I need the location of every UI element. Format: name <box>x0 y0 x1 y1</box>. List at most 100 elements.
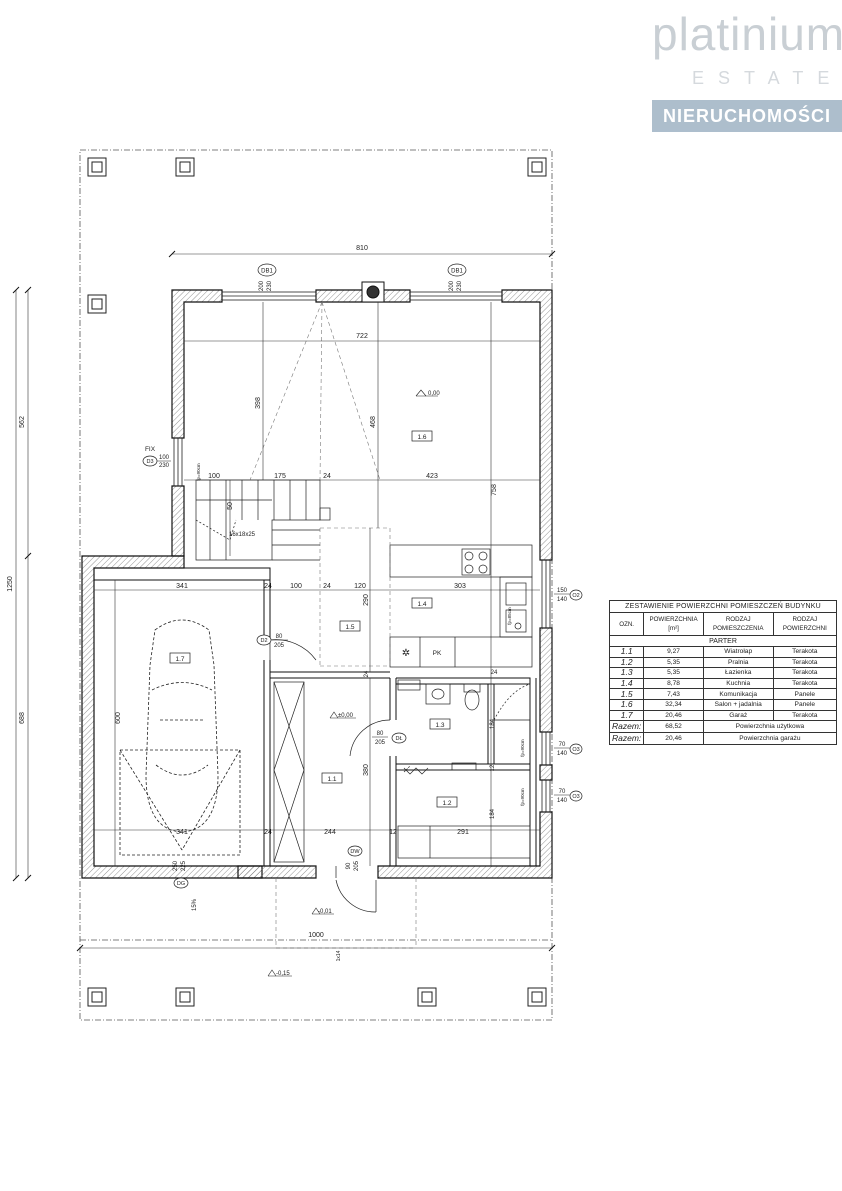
tag-dl-h: 205 <box>375 740 386 746</box>
row-id: 1.1 <box>608 646 645 658</box>
laundry-fittings <box>397 765 531 859</box>
level-hall: ±0,00 <box>329 711 356 719</box>
dim-stair-mid: 175 <box>274 473 286 480</box>
row-id: 1.6 <box>608 698 645 711</box>
tag-d3-text: D3 <box>146 459 153 465</box>
row-floor: Terakota <box>772 656 838 669</box>
row-room: Kuchnia <box>702 677 774 690</box>
pk-label: PK <box>433 650 442 657</box>
room-1-2: 1.2 <box>442 800 451 807</box>
dim-stair-rise: 50 <box>227 502 234 510</box>
col-room: RODZAJ POMIESZCZENIA <box>702 612 774 636</box>
level-hall-text: ±0,00 <box>338 713 354 719</box>
table-title: ZESTAWIENIE POWIERZCHNI POMIESZCZEŃ BUDY… <box>609 600 837 613</box>
tag-o2-text: O2 <box>572 593 579 599</box>
room-1-4: 1.4 <box>417 601 426 608</box>
tag-o3b-h: 140 <box>557 798 568 804</box>
dim-porch-width: 1000 <box>308 932 324 939</box>
external-walls <box>81 289 553 879</box>
level-outside-text: -0,15 <box>276 971 290 977</box>
tag-db1-right: DB1 200 230 <box>447 263 467 291</box>
bathroom-fittings <box>397 679 531 771</box>
row-id: 1.4 <box>608 677 645 690</box>
stair-label: 16x18x25 <box>229 532 256 538</box>
tag-o3a-text: O3 <box>572 747 579 753</box>
row-floor: Terakota <box>772 709 838 722</box>
tag-o3b-text: O3 <box>572 794 579 800</box>
row-area: 20,46 <box>643 709 704 722</box>
dim-wall-f: 12 <box>389 829 397 836</box>
sum-desc: Powierzchnia użytkowa <box>702 720 838 734</box>
tag-dl-w: 80 <box>377 731 384 737</box>
row-area: 5,35 <box>643 656 704 669</box>
tag-dw-h: 205 <box>354 860 360 871</box>
row-id: 1.5 <box>608 688 645 700</box>
room-area-table: ZESTAWIENIE POWIERZCHNI POMIESZCZEŃ BUDY… <box>608 600 838 746</box>
sum-value: 68,52 <box>643 720 704 734</box>
tag-d3-h: 230 <box>159 463 170 469</box>
tag-d2-text: D2 <box>260 638 267 644</box>
tag-fp2: fp=85cm <box>507 607 512 625</box>
dim-laundry-width: 291 <box>457 829 469 836</box>
row-area: 9,27 <box>643 646 704 658</box>
row-room: Komunikacja <box>702 688 774 700</box>
tag-dl-text: DŁ <box>395 736 402 742</box>
tag-d2-w: 80 <box>276 634 283 640</box>
guide-lines <box>249 301 417 949</box>
tag-fp1: fp=90cm <box>196 463 201 481</box>
tag-db1-left-w: 200 <box>259 280 265 291</box>
tag-db1-left-text: DB1 <box>261 269 273 275</box>
row-floor: Panele <box>772 698 838 711</box>
tag-fp3: fp=90cm <box>520 739 525 757</box>
dim-wall-a: 24 <box>323 473 331 480</box>
table-row: 1.5 7,43 Komunikacja Panele <box>608 688 838 700</box>
dim-left-lower: 688 <box>19 712 26 724</box>
table-row: 1.1 9,27 Wiatrołap Terakota <box>608 646 838 658</box>
dim-wall-c: 24 <box>364 670 370 677</box>
row-id: 1.3 <box>608 667 645 679</box>
tag-o3b: 70 140 O3 <box>554 789 583 804</box>
level-entry-text: -0,01 <box>318 909 332 915</box>
dim-corridor-mid: 120 <box>354 583 366 590</box>
row-floor: Terakota <box>772 677 838 690</box>
tag-dw: DW 90 205 <box>346 845 363 871</box>
level-outside: -0,15 <box>267 969 292 977</box>
tag-db1-right-text: DB1 <box>451 269 463 275</box>
row-room: Łazienka <box>702 667 774 679</box>
room-1-7: 1.7 <box>175 656 184 663</box>
dim-corridor-left: 100 <box>290 583 302 590</box>
level-living: 0,00 <box>415 389 440 397</box>
room-tags <box>169 430 458 808</box>
dim-corridor-height: 290 <box>363 594 370 606</box>
tag-dg-h: 225 <box>181 860 187 871</box>
logo-brand: platinium <box>652 8 842 60</box>
sum-desc: Powierzchnia garażu <box>702 732 838 746</box>
room-1-1: 1.1 <box>327 776 336 783</box>
tag-d3-w: 100 <box>159 455 170 461</box>
logo-band-text: NIERUCHOMOŚCI <box>662 106 831 126</box>
dim-hall-height: 380 <box>363 764 370 776</box>
porch-step: 1x14 <box>336 950 342 961</box>
room-1-3: 1.3 <box>435 722 444 729</box>
internal-walls <box>94 567 537 866</box>
col-id: OZN. <box>608 612 645 636</box>
dim-wall-e: 24 <box>264 829 272 836</box>
table-row: 1.7 20,46 Garaż Terakota <box>608 709 838 722</box>
dim-kitchen-width: 423 <box>426 473 438 480</box>
car-outline <box>119 619 241 856</box>
tag-o3b-w: 70 <box>559 789 566 795</box>
tag-o3a-w: 70 <box>559 742 566 748</box>
section-parter: PARTER <box>609 635 837 647</box>
sum-row-garage: Razem: 20,46 Powierzchnia garażu <box>608 732 838 746</box>
col-area: POWIERZCHNIA [m²] <box>643 612 704 636</box>
dim-wall-b: 24 <box>264 583 272 590</box>
dim-garage-width: 341 <box>176 583 188 590</box>
dim-living-height: 398 <box>255 397 262 409</box>
tag-db1-right-h: 230 <box>457 280 463 291</box>
room-1-6: 1.6 <box>417 434 426 441</box>
col-floor: RODZAJ POWIERZCHNI <box>772 612 838 636</box>
door-swings <box>269 639 391 913</box>
dimension-lines <box>15 253 552 949</box>
tag-d2: D2 80 205 <box>256 634 288 649</box>
